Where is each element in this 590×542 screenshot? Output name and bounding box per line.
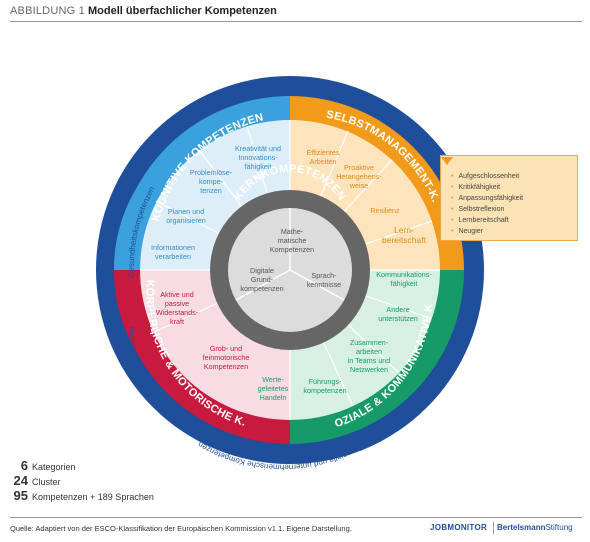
header-divider xyxy=(10,21,582,22)
callout-item: Lernbereitschaft xyxy=(451,215,577,226)
stats-legend: 6 Kategorien 24 Cluster 95 Kompetenzen + 18… xyxy=(10,459,154,504)
stat-row: 24 Cluster xyxy=(10,474,154,489)
stat-number: 6 xyxy=(20,458,28,473)
cluster-label: Führungs-kompetenzen xyxy=(303,377,346,395)
callout-marker-icon xyxy=(441,157,453,165)
stat-label: Kompetenzen + 189 Sprachen xyxy=(32,492,154,502)
stat-row: 6 Kategorien xyxy=(10,459,154,474)
figure-label: ABBILDUNG 1 xyxy=(10,5,85,17)
stat-number: 95 xyxy=(13,488,28,503)
callout-item: Anpassungsfähigkeit xyxy=(451,193,577,204)
stat-label: Kategorien xyxy=(32,462,76,472)
cluster-label: Lern-bereitschaft xyxy=(382,225,427,245)
callout-item: Selbstreflexion xyxy=(451,204,577,215)
callout-item: Aufgeschlossenheit xyxy=(451,171,577,182)
lernbereitschaft-callout: AufgeschlossenheitKritikfähigkeitAnpassu… xyxy=(440,155,578,241)
stat-row: 95 Kompetenzen + 189 Sprachen xyxy=(10,489,154,504)
callout-item: Kritikfähigkeit xyxy=(451,182,577,193)
bertelsmann-logo: BertelsmannStiftung xyxy=(497,523,573,532)
cluster-label: Resilienz xyxy=(370,206,400,215)
stat-label: Cluster xyxy=(32,477,61,487)
callout-item: Neugier xyxy=(451,226,577,237)
source-note: Quelle: Adaptiert von der ESCO-Klassifik… xyxy=(10,524,352,533)
cluster-label: Problemlöse-kompe-tenzen xyxy=(190,168,233,195)
logo-divider xyxy=(493,522,494,534)
cluster-label: Kommunikations-fähigkeit xyxy=(376,270,432,288)
cluster-label: Sprach-kenntnisse xyxy=(307,271,341,289)
stat-number: 24 xyxy=(13,473,28,488)
figure-header: ABBILDUNG 1 Modell überfachlicher Kompet… xyxy=(10,5,582,17)
figure-title: Modell überfachlicher Kompetenzen xyxy=(88,5,277,17)
jobmonitor-logo: JOBMONITOR xyxy=(430,523,488,532)
footer-divider xyxy=(10,517,582,518)
